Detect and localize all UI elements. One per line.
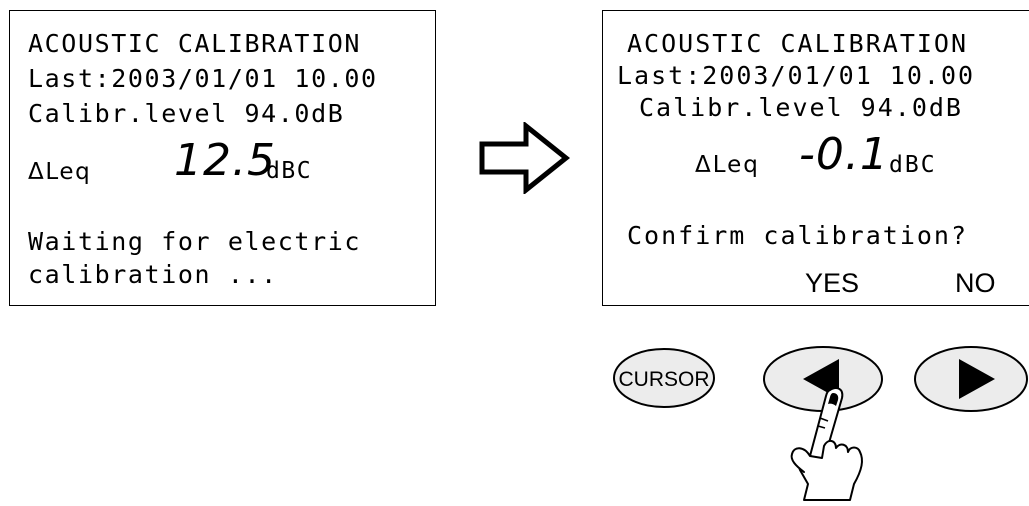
right-arrow-button[interactable] (911, 343, 1029, 415)
status-line-2: calibration ... (28, 260, 278, 289)
lcd-screen-confirm: ACOUSTIC CALIBRATION Last:2003/01/01 10.… (602, 10, 1029, 306)
lcd-screen-waiting: ACOUSTIC CALIBRATION Last:2003/01/01 10.… (9, 10, 436, 306)
play-right-icon (959, 359, 995, 399)
status-line-1: Waiting for electric (28, 227, 362, 256)
cursor-button[interactable]: CURSOR (610, 345, 718, 411)
yes-option[interactable]: YES (805, 268, 860, 298)
delta-leq-unit: dBC (266, 158, 313, 184)
screen-title: ACOUSTIC CALIBRATION (627, 29, 969, 58)
right-arrow-icon (479, 122, 570, 194)
pointing-hand-icon (790, 387, 863, 501)
calibration-level: Calibr.level 94.0dB (28, 99, 345, 128)
delta-leq-unit: dBC (889, 152, 937, 178)
delta-leq-value: 12.5 (174, 135, 276, 186)
left-arrow-button[interactable] (759, 343, 887, 415)
last-calibration-date: Last:2003/01/01 10.00 (28, 64, 378, 93)
cursor-button-label: CURSOR (618, 368, 709, 391)
delta-leq-label: ΔLeq (28, 159, 92, 185)
last-calibration-date: Last:2003/01/01 10.00 (617, 61, 976, 90)
delta-leq-label: ΔLeq (695, 152, 760, 178)
screen-title: ACOUSTIC CALIBRATION (28, 29, 362, 58)
delta-leq-value: -0.1 (799, 129, 889, 180)
no-option[interactable]: NO (955, 268, 996, 298)
confirm-prompt: Confirm calibration? (627, 221, 969, 250)
calibration-level: Calibr.level 94.0dB (639, 93, 963, 122)
